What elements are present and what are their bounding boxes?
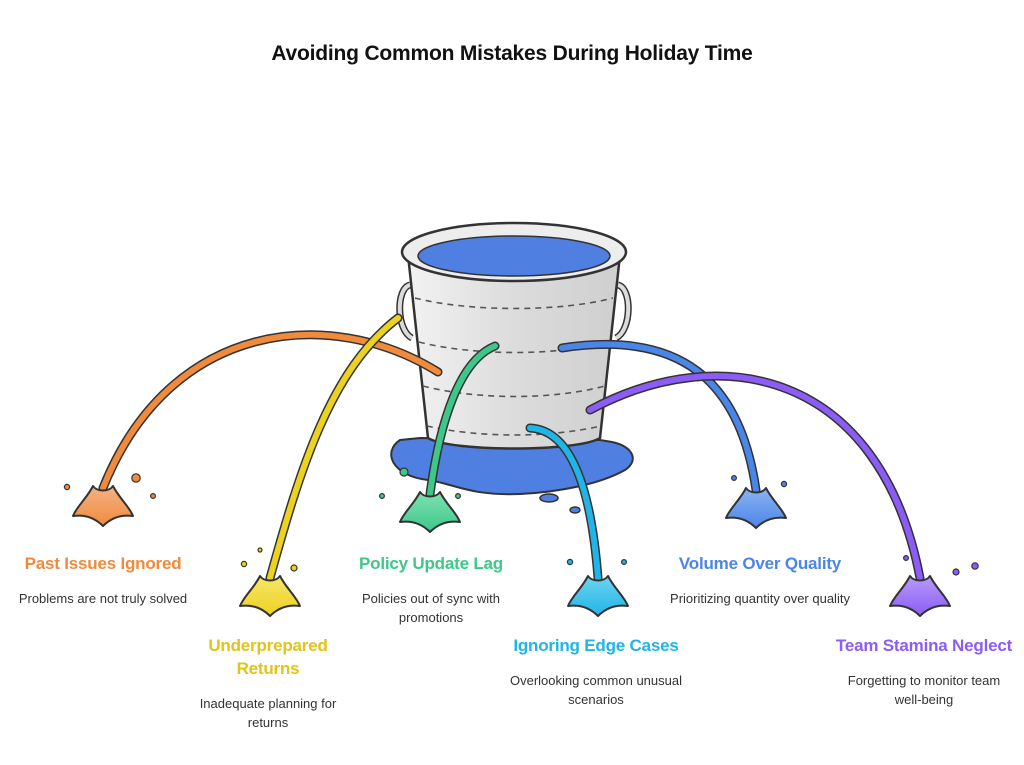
diagram-title: Avoiding Common Mistakes During Holiday …	[271, 42, 753, 65]
stream-volume-quality	[557, 340, 761, 495]
item-heading: Team Stamina Neglect	[835, 636, 1013, 655]
bucket-body	[406, 253, 622, 450]
stream-policy-update	[425, 341, 500, 499]
item-heading: Past Issues Ignored	[24, 554, 182, 573]
stream-team-stamina	[585, 371, 925, 583]
splash-team-stamina	[889, 554, 979, 617]
splash-edge-cases	[566, 558, 629, 617]
item-description: Policies out of sync with promotions	[361, 591, 500, 625]
item-past-issues: Past Issues Ignored Problems are not tru…	[13, 552, 193, 608]
item-description: Problems are not truly solved	[18, 591, 188, 606]
item-heading: Volume Over Quality	[678, 554, 842, 573]
item-heading: Underprepared Returns	[208, 636, 328, 678]
item-volume-quality: Volume Over Quality Prioritizing quantit…	[670, 552, 850, 608]
splash-volume-quality	[725, 475, 788, 529]
stream-past-issues	[98, 330, 443, 493]
item-heading: Ignoring Edge Cases	[513, 636, 679, 655]
stream-edge-cases	[525, 423, 603, 583]
item-team-stamina: Team Stamina Neglect Forgetting to monit…	[834, 634, 1014, 709]
item-edge-cases: Ignoring Edge Cases Overlooking common u…	[506, 634, 686, 709]
splash-past-issues	[63, 473, 156, 527]
item-heading: Policy Update Lag	[359, 554, 503, 573]
splash-underprepared-returns	[239, 547, 301, 617]
item-policy-update: Policy Update Lag Policies out of sync w…	[341, 552, 521, 627]
item-underprepared-returns: Underprepared Returns Inadequate plannin…	[178, 634, 358, 732]
splash-policy-update	[378, 467, 462, 533]
item-description: Forgetting to monitor team well-being	[847, 673, 1001, 707]
item-description: Inadequate planning for returns	[199, 696, 337, 730]
stream-underprepared-returns	[265, 313, 403, 583]
item-description: Overlooking common unusual scenarios	[510, 673, 682, 707]
item-description: Prioritizing quantity over quality	[670, 591, 850, 606]
